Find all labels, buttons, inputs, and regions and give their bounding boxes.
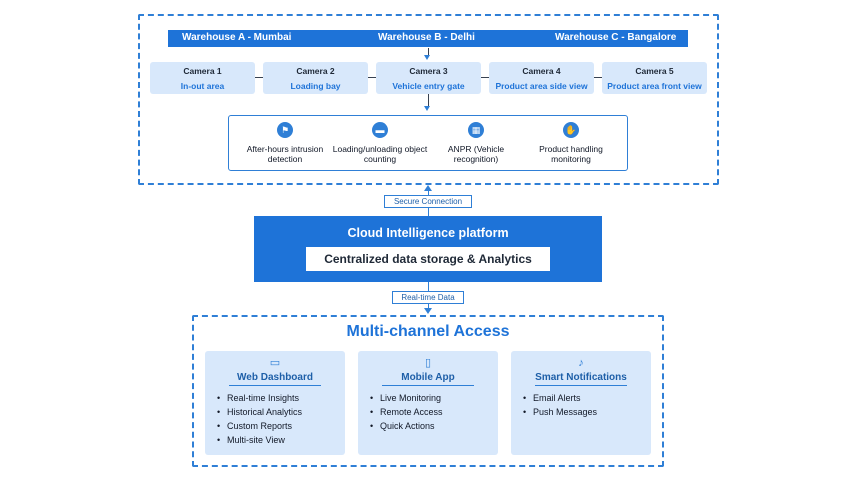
camera-to-features-connector [428, 94, 429, 107]
camera-connector-2 [368, 77, 376, 78]
warehouse-section [138, 14, 719, 185]
card-divider [535, 385, 627, 386]
mobile-app-card: ▯ Mobile App Live Monitoring Remote Acce… [358, 351, 498, 455]
warehouse-b-label: Warehouse B - Delhi [378, 32, 475, 43]
analytics-features-box [228, 115, 628, 171]
camera-location: Loading bay [290, 81, 341, 91]
feature-label: Loading/unloading object counting [332, 144, 428, 164]
phone-icon: ▯ [424, 357, 432, 369]
camera-card-1: Camera 1 In-out area [150, 62, 255, 94]
cloud-title: Cloud Intelligence platform [347, 226, 509, 240]
list-item: Push Messages [523, 405, 597, 419]
camera-connector-1 [255, 77, 263, 78]
cloud-subtitle: Centralized data storage & Analytics [306, 247, 550, 271]
feature-label: Product handling monitoring [539, 144, 603, 164]
camera-location: In-out area [180, 81, 225, 91]
vehicle-icon: ▦ [468, 122, 484, 138]
warehouse-c-label: Warehouse C - Bangalore [555, 32, 677, 43]
card-divider [229, 385, 321, 386]
secure-arrowhead [424, 185, 432, 191]
camera-card-5: Camera 5 Product area front view [602, 62, 707, 94]
feature-label: ANPR (Vehicle recognition) [447, 144, 505, 164]
feature-intrusion: ⚑ After-hours intrusion detection [235, 122, 335, 164]
feature-object-counting: ▬ Loading/unloading object counting [330, 122, 430, 164]
camera-card-4: Camera 4 Product area side view [489, 62, 594, 94]
bell-icon: ♪ [578, 357, 584, 369]
feature-product-handling: ✋ Product handling monitoring [521, 122, 621, 164]
realtime-arrowhead [424, 308, 432, 314]
feature-anpr: ▦ ANPR (Vehicle recognition) [426, 122, 526, 164]
camera-connector-3 [481, 77, 489, 78]
camera-location: Product area front view [607, 81, 702, 91]
hand-icon: ✋ [563, 122, 579, 138]
feature-label: After-hours intrusion detection [246, 144, 324, 164]
list-item: Remote Access [370, 405, 443, 419]
cloud-platform: Cloud Intelligence platform Centralized … [254, 216, 602, 282]
monitor-icon: ▭ [269, 357, 281, 369]
card-title: Mobile App [401, 372, 455, 383]
web-dashboard-card: ▭ Web Dashboard Real-time Insights Histo… [205, 351, 345, 455]
warehouse-bar: Warehouse A - Mumbai Warehouse B - Delhi… [168, 30, 688, 47]
bar-to-camera-arrowhead [424, 55, 430, 60]
list-item: Email Alerts [523, 391, 597, 405]
warehouse-a-label: Warehouse A - Mumbai [182, 32, 292, 43]
list-item: Quick Actions [370, 419, 443, 433]
card-items: Live Monitoring Remote Access Quick Acti… [370, 391, 443, 433]
smart-notifications-card: ♪ Smart Notifications Email Alerts Push … [511, 351, 651, 455]
list-item: Live Monitoring [370, 391, 443, 405]
secure-connection-label: Secure Connection [384, 195, 472, 208]
bar-to-camera-connector [428, 48, 429, 56]
camera-title: Camera 2 [296, 66, 335, 76]
camera-location: Vehicle entry gate [392, 81, 465, 91]
truck-icon: ▬ [372, 122, 388, 138]
card-title: Smart Notifications [535, 372, 627, 383]
access-section [192, 315, 664, 467]
list-item: Custom Reports [217, 419, 302, 433]
card-items: Email Alerts Push Messages [523, 391, 597, 419]
list-item: Real-time Insights [217, 391, 302, 405]
card-title: Web Dashboard [237, 372, 313, 383]
camera-location: Product area side view [495, 81, 588, 91]
access-title: Multi-channel Access [346, 323, 510, 340]
list-item: Multi-site View [217, 433, 302, 447]
intrusion-icon: ⚑ [277, 122, 293, 138]
camera-title: Camera 1 [183, 66, 222, 76]
list-item: Historical Analytics [217, 405, 302, 419]
camera-title: Camera 5 [635, 66, 674, 76]
card-items: Real-time Insights Historical Analytics … [217, 391, 302, 447]
camera-card-2: Camera 2 Loading bay [263, 62, 368, 94]
camera-to-features-arrowhead [424, 106, 430, 111]
camera-connector-4 [594, 77, 602, 78]
camera-title: Camera 4 [522, 66, 561, 76]
camera-card-3: Camera 3 Vehicle entry gate [376, 62, 481, 94]
camera-title: Camera 3 [409, 66, 448, 76]
realtime-data-label: Real-time Data [392, 291, 464, 304]
card-divider [382, 385, 474, 386]
